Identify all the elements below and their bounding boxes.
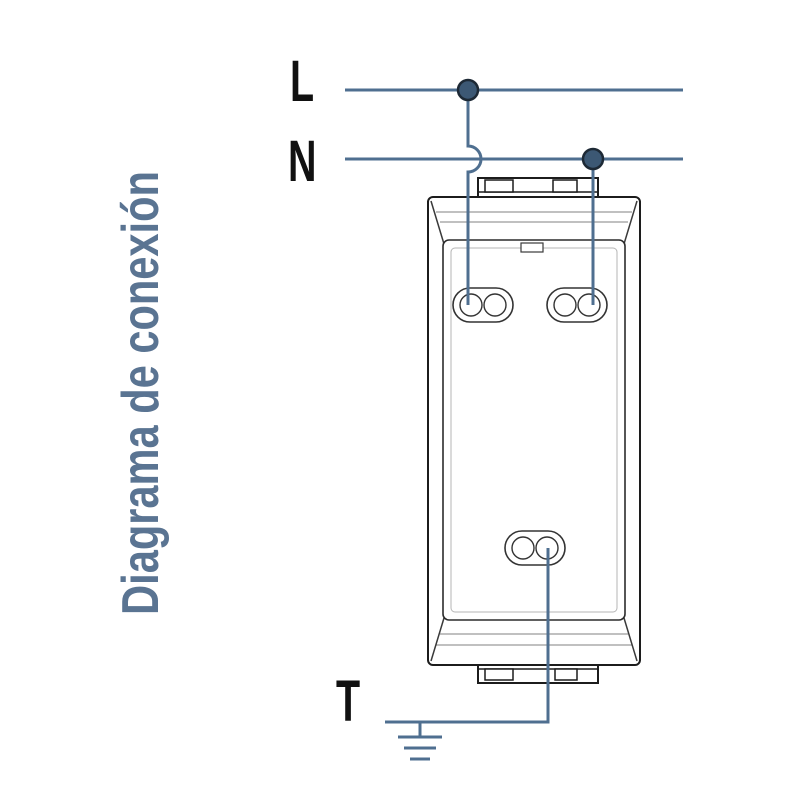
top-tab-left (484, 179, 514, 193)
terminal-hole (459, 293, 483, 317)
terminal-ground (504, 530, 566, 566)
terminal-hole (553, 293, 577, 317)
terminal-neutral (546, 287, 608, 323)
bottom-clip (477, 662, 599, 684)
socket-module (427, 177, 641, 684)
top-notch (520, 242, 544, 253)
line-label: L (290, 48, 314, 113)
ground-wire (385, 548, 550, 724)
bottom-tab-left (484, 668, 514, 681)
line-junction-dot (456, 78, 480, 102)
top-tab-right (552, 179, 578, 193)
terminal-hole (577, 293, 601, 317)
top-clip (477, 177, 599, 200)
neutral-junction-dot (581, 147, 605, 171)
ground-icon (398, 722, 442, 761)
wiring (345, 78, 683, 761)
terminal-line (452, 287, 514, 323)
line-drop-wire (466, 90, 483, 305)
terminal-hole (511, 536, 535, 560)
neutral-label: N (288, 128, 316, 193)
terminal-hole (483, 293, 507, 317)
ground-label: T (336, 668, 360, 733)
bottom-tab-right (554, 668, 578, 681)
diagram-title: Diagrama de conexión (111, 171, 170, 615)
bottom-chamfer (430, 617, 638, 662)
inner-panel (442, 239, 626, 621)
